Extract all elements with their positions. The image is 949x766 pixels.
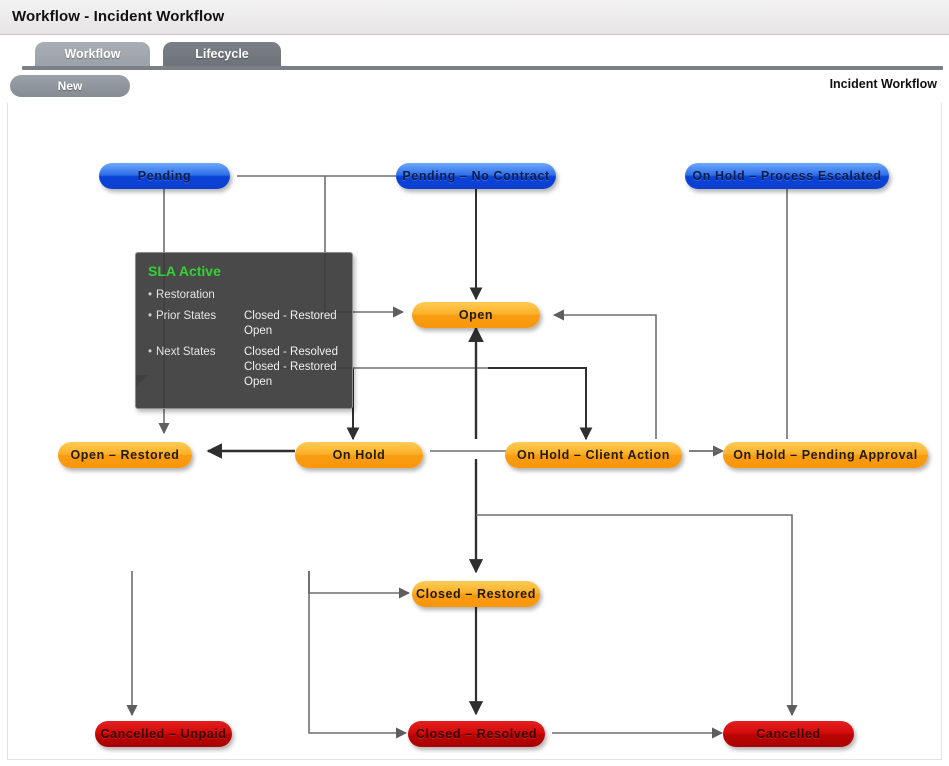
page-title: Workflow - Incident Workflow: [12, 8, 225, 25]
new-button[interactable]: New: [10, 75, 130, 97]
sla-restoration-label: Restoration: [156, 289, 215, 301]
workflow-diagram-canvas[interactable]: SLA Active • Restoration • Prior States …: [7, 103, 942, 760]
workflow-node-label: Pending: [137, 169, 192, 183]
workflow-node-label: Open: [458, 308, 494, 322]
workflow-node-cancelled[interactable]: Cancelled: [723, 721, 854, 747]
sla-tooltip-row-prior-states: • Prior States Closed - Restored Open: [148, 309, 340, 339]
sla-next-state: Open: [244, 376, 273, 388]
sla-next-state: Closed - Restored: [244, 361, 337, 373]
workflow-node-pending[interactable]: Pending: [99, 163, 230, 189]
workflow-node-label: On Hold: [332, 448, 386, 462]
tab-strip: Workflow Lifecycle: [0, 36, 949, 70]
window-titlebar: Workflow - Incident Workflow: [0, 0, 949, 35]
tab-workflow[interactable]: Workflow: [35, 42, 150, 67]
sla-prior-states-values: Closed - Restored Open: [244, 309, 340, 339]
workflow-node-label: Cancelled: [756, 727, 821, 741]
bullet-icon: •: [148, 289, 153, 301]
sla-prior-state: Open: [244, 325, 273, 337]
bullet-icon: •: [148, 346, 153, 358]
workflow-node-label: On Hold – Client Action: [517, 448, 670, 462]
sla-tooltip-row-next-states: • Next States Closed - Resolved Closed -…: [148, 345, 340, 390]
workflow-caption: Incident Workflow: [829, 77, 937, 91]
tab-underline: [22, 66, 943, 70]
workflow-node-label: Open – Restored: [70, 448, 180, 462]
workflow-node-on-hold-pending-approval[interactable]: On Hold – Pending Approval: [723, 442, 928, 468]
workflow-node-open-restored[interactable]: Open – Restored: [58, 442, 192, 468]
sla-next-state: Closed - Resolved: [244, 346, 338, 358]
workflow-node-label: Closed – Restored: [416, 587, 536, 601]
sla-tooltip-row-restoration: • Restoration: [148, 288, 340, 303]
workflow-node-label: Closed – Resolved: [415, 727, 538, 741]
workflow-node-label: Cancelled – Unpaid: [100, 727, 227, 741]
workflow-node-cancelled-unpaid[interactable]: Cancelled – Unpaid: [95, 721, 232, 747]
workflow-edges: [126, 175, 798, 739]
workflow-node-label: On Hold – Pending Approval: [733, 448, 918, 462]
sla-tooltip: SLA Active • Restoration • Prior States …: [135, 252, 353, 409]
workflow-node-label: On Hold – Process Escalated: [692, 169, 882, 183]
toolbar: New Incident Workflow: [0, 72, 949, 102]
workflow-node-on-hold-process-escalated[interactable]: On Hold – Process Escalated: [685, 163, 889, 189]
sla-tooltip-title: SLA Active: [148, 263, 221, 279]
bullet-icon: •: [148, 310, 153, 322]
sla-next-states-values: Closed - Resolved Closed - Restored Open: [244, 345, 340, 390]
sla-prior-states-label: Prior States: [156, 310, 217, 322]
sla-next-states-label: Next States: [156, 346, 216, 358]
workflow-node-open[interactable]: Open: [412, 302, 540, 328]
workflow-node-on-hold[interactable]: On Hold: [295, 442, 423, 468]
workflow-node-on-hold-client-action[interactable]: On Hold – Client Action: [505, 442, 682, 468]
tab-lifecycle[interactable]: Lifecycle: [163, 42, 281, 67]
workflow-node-closed-restored[interactable]: Closed – Restored: [412, 581, 540, 607]
workflow-node-closed-resolved[interactable]: Closed – Resolved: [408, 721, 545, 747]
workflow-node-label: Pending – No Contract: [402, 169, 550, 183]
workflow-node-pending-no-contract[interactable]: Pending – No Contract: [396, 163, 556, 189]
sla-prior-state: Closed - Restored: [244, 310, 337, 322]
